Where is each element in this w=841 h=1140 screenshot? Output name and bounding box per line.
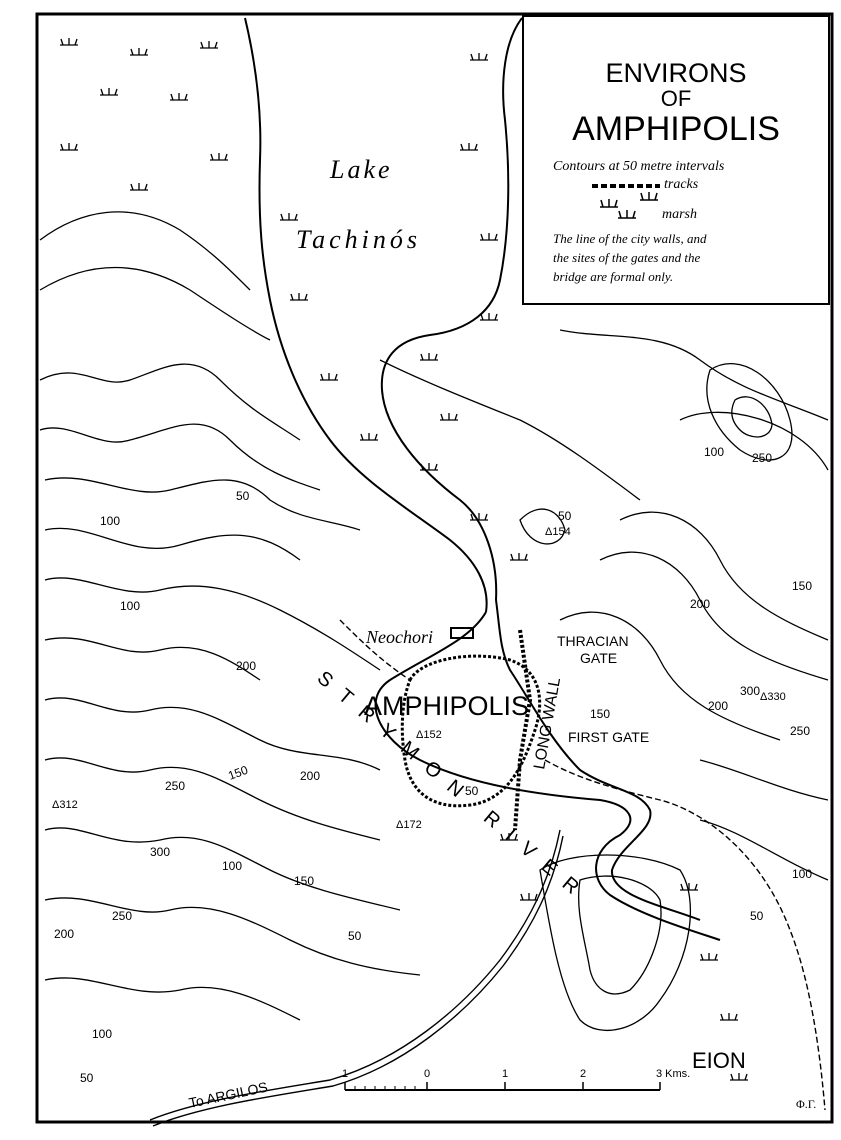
first-gate-label: FIRST GATE [568, 729, 649, 745]
map-frame [35, 12, 834, 1124]
spot-height: Δ154 [545, 526, 571, 538]
contour-label: 250 [165, 779, 185, 793]
contour-label: 200 [708, 699, 728, 713]
contour-label: 150 [792, 579, 812, 593]
thracian-gate-label-1: THRACIAN [557, 633, 629, 649]
cartographer-signature: Φ.Γ. [796, 1097, 816, 1111]
contour-label: 50 [465, 784, 479, 798]
contour-label: 100 [222, 859, 242, 873]
argilos-label: To ARGILOS [187, 1079, 269, 1111]
spot-height: Δ312 [52, 799, 78, 811]
spot-height: Δ152 [416, 729, 442, 741]
contour-label: 150 [226, 763, 250, 783]
contour-label: 100 [92, 1027, 112, 1041]
legend-note3: bridge are formal only. [553, 269, 673, 284]
contour-label: 300 [740, 684, 760, 698]
scale-tick: 2 [580, 1068, 586, 1080]
contour-value-labels: 50 100 150 200 250 300 50 100 150 200 25… [54, 445, 812, 1085]
amphipolis-label: AMPHIPOLIS [364, 691, 529, 721]
contour-label: 100 [100, 514, 120, 528]
contour-label: 200 [54, 927, 74, 941]
contour-label: 50 [348, 929, 362, 943]
city-walls [400, 629, 542, 831]
legend-marsh-symbol [600, 192, 658, 219]
lake-label-1: Lake [329, 155, 393, 184]
title-line3: AMPHIPOLIS [572, 110, 780, 148]
legend-marsh: marsh [662, 207, 697, 222]
contour-label: 50 [558, 509, 572, 523]
contour-label: 200 [300, 769, 320, 783]
long-wall-label: LONG WALL [531, 676, 564, 770]
legend-contours: Contours at 50 metre intervals [553, 159, 725, 174]
contour-label: 300 [150, 845, 170, 859]
neochori-marker [450, 627, 474, 639]
lake-label-2: Tachinós [296, 225, 421, 254]
contour-label: 200 [690, 597, 710, 611]
contour-label: 50 [750, 909, 764, 923]
lake-tachinos [244, 17, 523, 613]
contour-lines [39, 211, 829, 1032]
legend-box: ENVIRONS OF AMPHIPOLIS Contours at 50 me… [522, 15, 830, 305]
scale-bar: 1 0 1 2 3 Kms. [342, 1068, 690, 1091]
contour-label: 100 [792, 867, 812, 881]
contour-label: 250 [112, 909, 132, 923]
contour-label: 50 [236, 489, 250, 503]
scale-tick: 0 [424, 1068, 430, 1080]
scale-tick: 3 Kms. [656, 1068, 690, 1080]
legend-tracks: tracks [664, 177, 699, 192]
legend-note2: the sites of the gates and the [553, 250, 701, 265]
marsh-symbols [60, 38, 748, 1081]
contour-label: 100 [120, 599, 140, 613]
spot-heights: Δ154 Δ152 Δ172 Δ312 Δ330 [52, 526, 786, 831]
scale-tick: 1 [502, 1068, 508, 1080]
neochori-label: Neochori [365, 627, 433, 647]
contour-label: 100 [704, 445, 724, 459]
contour-label: 200 [236, 659, 256, 673]
contour-label: 250 [790, 724, 810, 738]
title-line1: ENVIRONS [605, 58, 746, 88]
contour-label: 250 [752, 451, 772, 465]
thracian-gate-label-2: GATE [580, 650, 617, 666]
contour-label: 150 [294, 874, 314, 888]
scale-tick: 1 [342, 1068, 348, 1080]
title-line2: OF [661, 86, 692, 111]
spot-height: Δ330 [760, 691, 786, 703]
tracks [149, 619, 826, 1127]
legend-note1: The line of the city walls, and [553, 231, 707, 246]
contour-label: 50 [80, 1071, 94, 1085]
spot-height: Δ172 [396, 819, 422, 831]
eion-label: EION [692, 1048, 746, 1073]
contour-label: 150 [590, 707, 610, 721]
